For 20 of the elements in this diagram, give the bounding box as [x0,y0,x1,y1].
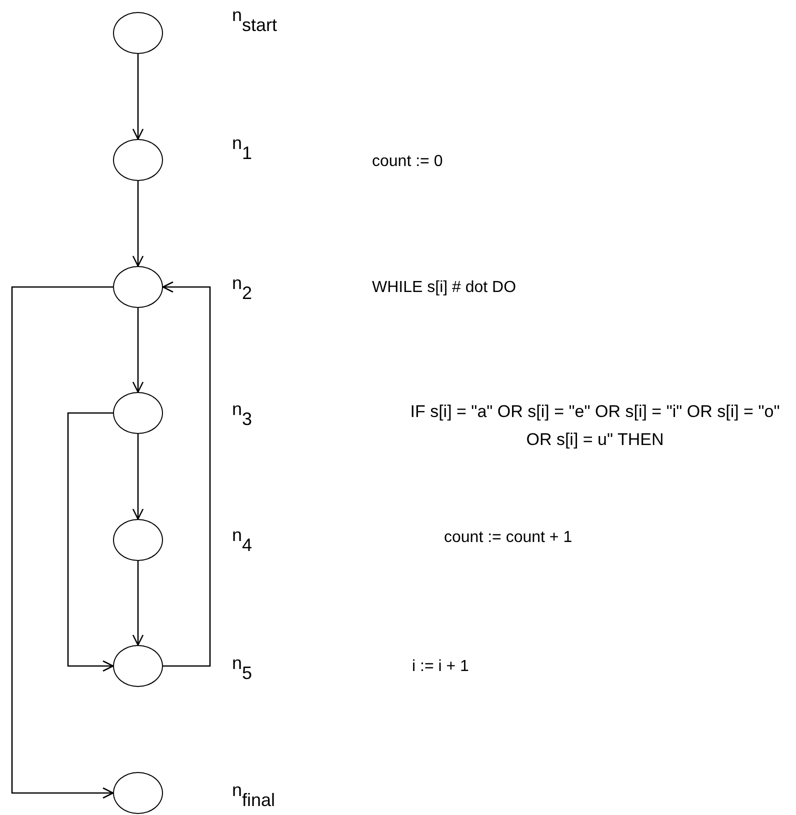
arrow [132,561,144,646]
arrow [67,412,114,672]
arrow [132,434,144,520]
ellipse-node [113,392,163,434]
arrow [132,308,144,393]
arrow [132,181,144,267]
ellipse-node [113,139,163,181]
arrow [132,54,144,140]
arrow [162,281,211,667]
code-statement: count := count + 1 [444,528,574,548]
ellipse-node [113,645,163,687]
ellipse-node [113,266,163,308]
code-statement: WHILE s[i] # dot DO [372,278,518,298]
code-statement: count := 0 [372,152,444,172]
code-statement: IF s[i] = "a" OR s[i] = "e" OR s[i] = "i" OR s[i] = "o" OR s[i] = u" THEN [409,401,781,451]
arrow [11,286,114,799]
ellipse-node [113,12,163,54]
ellipse-node [113,772,163,814]
ellipse-node [113,519,163,561]
code-statement: i := i + 1 [412,657,470,677]
